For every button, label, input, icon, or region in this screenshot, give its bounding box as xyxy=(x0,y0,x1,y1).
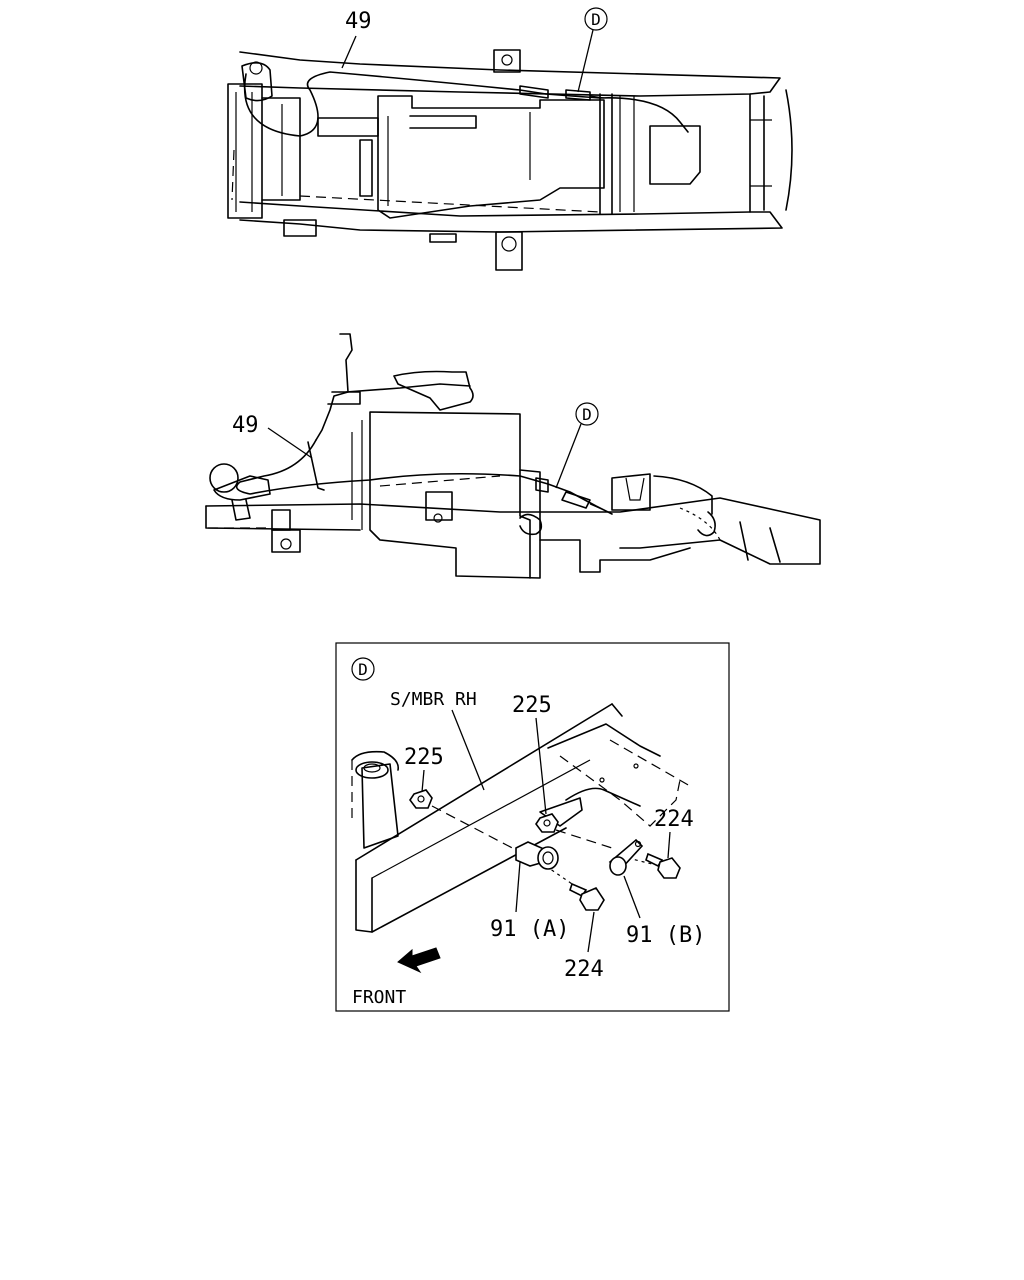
top-view-frame xyxy=(227,49,793,271)
detail-marker: D xyxy=(351,657,375,681)
top-part-leader xyxy=(341,35,357,69)
detail-drawing xyxy=(351,703,691,974)
clip-a-label: 91 (A) xyxy=(490,917,569,942)
nut-label-left: 225 xyxy=(404,745,444,770)
side-part-leader xyxy=(267,427,313,459)
top-part-label: 49 xyxy=(345,9,372,34)
side-detail-marker: D xyxy=(555,402,599,489)
member-leader xyxy=(451,709,485,791)
svg-text:D: D xyxy=(582,405,592,424)
member-label: S/MBR RH xyxy=(390,689,477,710)
svg-text:D: D xyxy=(358,660,368,679)
top-detail-marker: D xyxy=(577,7,608,93)
bolt-label-bottom: 224 xyxy=(564,957,604,982)
detail-box xyxy=(335,642,730,1012)
nut-label-right: 225 xyxy=(512,693,552,718)
side-part-label: 49 xyxy=(232,413,259,438)
front-label: FRONT xyxy=(352,987,406,1008)
clip-b-label: 91 (B) xyxy=(626,923,705,948)
side-view-frame xyxy=(205,333,821,579)
bolt-label-right: 224 xyxy=(654,807,694,832)
svg-text:D: D xyxy=(591,10,601,29)
